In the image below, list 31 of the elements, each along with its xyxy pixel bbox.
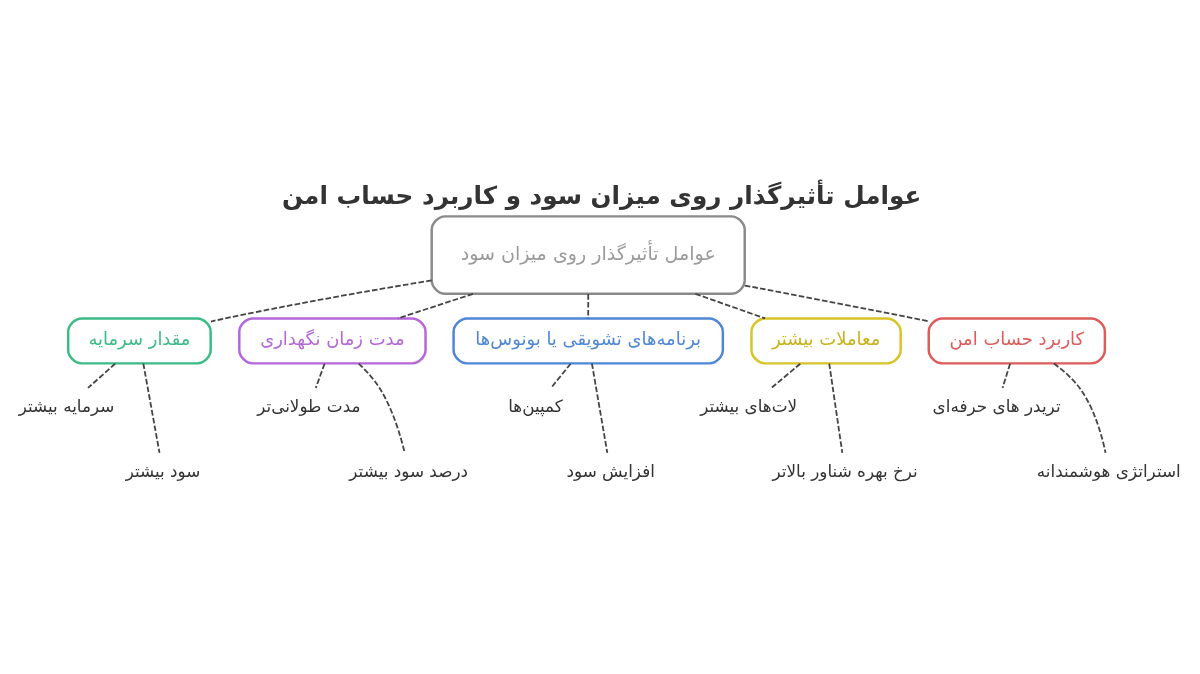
node-box: مدت زمان نگهداری [238, 317, 427, 365]
node-text: درصد سود بیشتر [349, 461, 469, 482]
diagram-title: عوامل تأثیرگذار روی میزان سود و کاربرد حساب امن [281, 180, 922, 210]
node-box: کاربرد حساب امن [927, 317, 1107, 365]
node-text: سرمایه بیشتر [18, 396, 115, 417]
node-text: سود بیشتر [125, 461, 201, 482]
connector [357, 362, 406, 454]
node-text: لات‌های بیشتر [700, 396, 798, 417]
node-box: معاملات بیشتر [750, 317, 902, 365]
node-box: مقدار سرمایه [66, 317, 212, 365]
connector [694, 292, 766, 320]
node-box: عوامل تأثیرگذار روی میزان سود [430, 215, 746, 296]
connector [142, 362, 161, 454]
connector [828, 362, 844, 454]
node-text: مدت طولانی‌تر [257, 396, 361, 417]
node-text: استراتژی هوشمندانه [1036, 461, 1181, 482]
node-box: برنامه‌های تشویقی یا بونوس‌ها [452, 317, 725, 365]
connector [770, 362, 802, 389]
connector [1053, 362, 1107, 454]
connector [550, 362, 572, 389]
connector [210, 279, 433, 323]
node-text: نرخ بهره شناور بالاتر [772, 461, 918, 482]
node-text: افزایش سود [566, 461, 655, 482]
node-text: تریدر های حرفه‌ای [932, 396, 1061, 417]
connector [1001, 362, 1011, 389]
connector [314, 362, 326, 389]
connector [591, 362, 609, 454]
connector [87, 362, 117, 389]
node-text: کمپین‌ها [508, 396, 563, 417]
connector [397, 292, 474, 320]
connector [743, 284, 930, 323]
